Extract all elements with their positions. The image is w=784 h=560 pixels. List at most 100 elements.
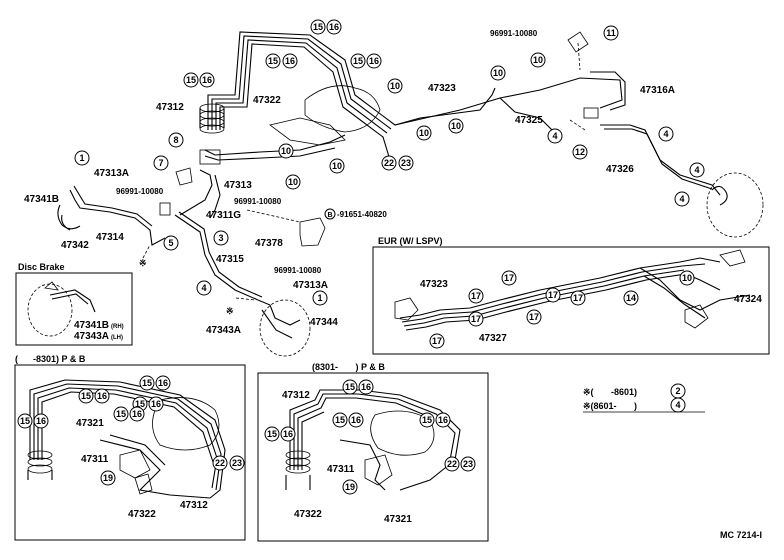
callout-19-label: 19 <box>345 482 355 492</box>
callout-16 <box>358 379 374 395</box>
part-label-47323: 47323 <box>428 83 456 94</box>
part-label-47378: 47378 <box>255 238 283 249</box>
callout-11-label: 11 <box>606 28 616 38</box>
callout-23-label: 23 <box>401 158 411 168</box>
callout-7-label: 7 <box>158 158 163 168</box>
catalog-code: MC 7214-I <box>720 530 762 540</box>
callout-16 <box>326 19 342 35</box>
eur-pipes <box>394 249 751 331</box>
callout-10-label: 10 <box>451 121 461 131</box>
disc-part-47341B: 47341B <box>74 320 109 331</box>
callout-15 <box>264 426 280 442</box>
part-label-47316A: 47316A <box>640 85 675 96</box>
part-label-47321: 47321 <box>76 418 104 429</box>
asterisk-mark: ※ <box>139 258 147 268</box>
callout-16-label: 16 <box>369 56 379 66</box>
part-label-47312: 47312 <box>282 390 310 401</box>
callout-4-label: 4 <box>552 131 557 141</box>
callout-2-label: 2 <box>675 386 680 396</box>
callout-15 <box>265 53 281 69</box>
callout-23-label: 23 <box>463 459 473 469</box>
callout-b <box>324 208 336 220</box>
part-label-47322: 47322 <box>294 509 322 520</box>
part-label-47324: 47324 <box>734 294 762 305</box>
callout-16-label: 16 <box>351 415 361 425</box>
callout-16 <box>155 375 171 391</box>
disc-part-47343A: 47343A <box>74 331 109 342</box>
callout-15 <box>17 413 33 429</box>
pb-late-title: (8301- ) P & B <box>312 362 385 372</box>
callout-10-label: 10 <box>682 273 692 283</box>
part-label-47311G: 47311G <box>206 210 241 221</box>
callout-4-label: 4 <box>675 400 680 410</box>
callout-16 <box>366 53 382 69</box>
callout-15-label: 15 <box>20 416 30 426</box>
callout-10-label: 10 <box>493 68 503 78</box>
main-brake-pipes <box>57 31 764 357</box>
callout-22 <box>444 456 460 472</box>
part-labels: 96991-10080 47323 47316A 47325 47326 473… <box>24 29 762 525</box>
callout-1-label: 1 <box>79 153 84 163</box>
callout-4 <box>674 191 690 207</box>
callout-10-label: 10 <box>533 55 543 65</box>
disc-brake-drawing <box>27 281 96 337</box>
part-label-47314: 47314 <box>96 232 124 243</box>
part-label-96991: 96991-10080 <box>234 197 282 206</box>
callout-15-label: 15 <box>135 399 145 409</box>
callout-15 <box>78 388 94 404</box>
part-label-47325: 47325 <box>515 115 543 126</box>
callout-15-label: 15 <box>186 75 196 85</box>
callout-4 <box>658 126 674 142</box>
callout-4 <box>196 280 212 296</box>
callout-23-label: 23 <box>232 458 242 468</box>
callout-10-label: 10 <box>419 128 429 138</box>
part-label-47312: 47312 <box>180 500 208 511</box>
callout-16 <box>348 412 364 428</box>
callout-14 <box>623 290 639 306</box>
callout-17 <box>545 287 561 303</box>
callout-16-label: 16 <box>285 56 295 66</box>
callout-4 <box>670 397 686 413</box>
part-label-47323: 47323 <box>420 279 448 290</box>
callout-14-label: 14 <box>626 293 636 303</box>
callout-15 <box>183 72 199 88</box>
callout-16-label: 16 <box>36 416 46 426</box>
callout-3 <box>213 230 229 246</box>
callout-10 <box>278 143 294 159</box>
callout-17 <box>501 270 517 286</box>
callout-16-label: 16 <box>283 429 293 439</box>
callout-17 <box>570 290 586 306</box>
callout-15-label: 15 <box>313 22 323 32</box>
part-label-47313: 47313 <box>224 180 252 191</box>
part-label-47315: 47315 <box>216 254 244 265</box>
callout-15-label: 15 <box>353 56 363 66</box>
disc-brake-box <box>15 272 133 346</box>
callout-15 <box>419 412 435 428</box>
legend-row-2: ※(8601- ) <box>583 401 637 411</box>
callout-19 <box>342 479 358 495</box>
pb-early-box <box>14 364 246 541</box>
callout-16 <box>282 53 298 69</box>
callout-16-label: 16 <box>97 391 107 401</box>
callout-8-label: 8 <box>173 135 178 145</box>
part-label-47312: 47312 <box>156 102 184 113</box>
callout-4 <box>547 128 563 144</box>
callout-16 <box>129 406 145 422</box>
callout-8 <box>168 132 184 148</box>
section-titles: EUR (W/ LSPV) Disc Brake 47341B (RH) 473… <box>15 236 762 540</box>
part-label-96991: 96991-10080 <box>490 29 538 38</box>
callout-16 <box>94 388 110 404</box>
callout-15-label: 15 <box>267 429 277 439</box>
pb-late-box <box>257 372 489 542</box>
callout-23 <box>460 456 476 472</box>
callout-22 <box>212 455 228 471</box>
callout-22 <box>381 155 397 171</box>
disc-part-rh: (RH) <box>111 324 124 330</box>
part-label-47321: 47321 <box>384 514 412 525</box>
callout-17 <box>526 309 542 325</box>
callout-4-label: 4 <box>679 194 684 204</box>
callout-4-label: 4 <box>201 283 206 293</box>
callout-16-label: 16 <box>132 409 142 419</box>
